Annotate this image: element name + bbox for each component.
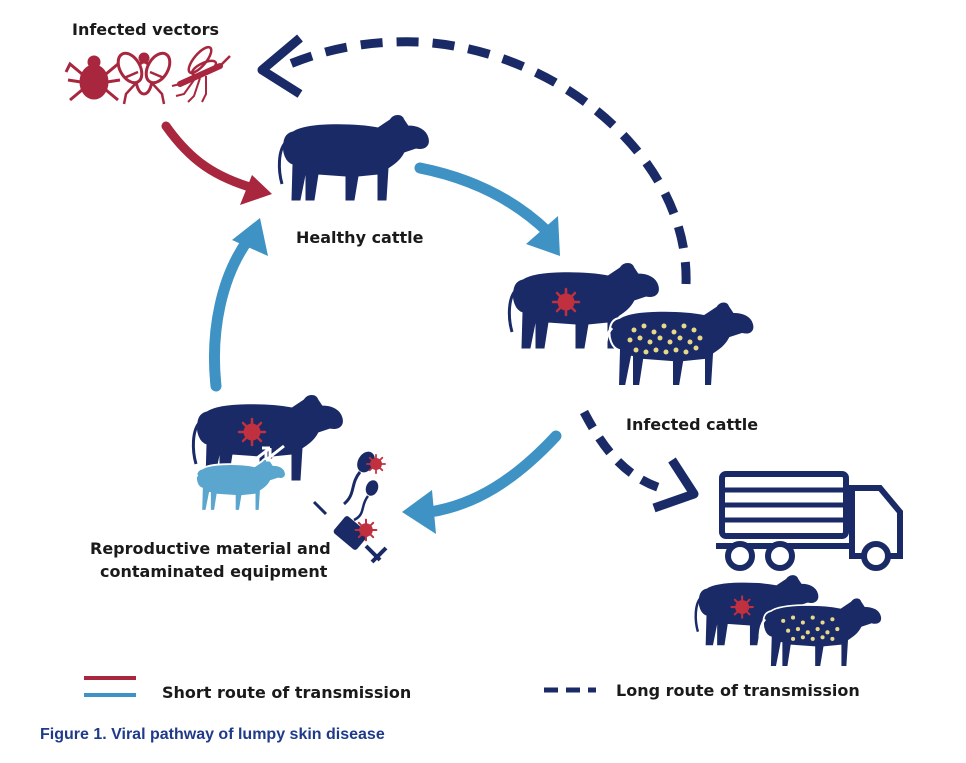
arrow-reproductive-to-healthy	[208, 218, 268, 392]
arrow-healthy-to-infected	[414, 162, 560, 256]
truck-icon	[716, 471, 903, 571]
arrow-long-infected-to-truck	[580, 409, 699, 513]
cow-calf-icon	[191, 394, 344, 512]
legend-short-label: Short route of transmission	[162, 683, 412, 702]
cow-icon	[277, 114, 430, 202]
fly-icon	[116, 51, 172, 105]
tick-icon	[64, 55, 124, 102]
sperm-icon	[342, 451, 386, 522]
arrow-long-infected-to-vectors	[257, 34, 691, 285]
arrow-vectors-to-healthy	[161, 121, 272, 205]
figure-caption: Figure 1. Viral pathway of lumpy skin di…	[40, 726, 385, 743]
label-healthy-cattle: Healthy cattle	[296, 228, 424, 247]
label-reproductive-line2: contaminated equipment	[100, 562, 328, 581]
legend-short-swatch	[84, 676, 136, 697]
cow-lumps-icon	[603, 300, 756, 388]
label-infected-vectors: Infected vectors	[72, 20, 219, 39]
legend-long-label: Long route of transmission	[616, 681, 860, 700]
mosquito-icon	[171, 45, 231, 103]
cow-lumps-icon	[758, 596, 884, 669]
syringe-icon	[312, 500, 388, 564]
arrow-infected-to-reproductive	[402, 430, 562, 534]
label-infected-cattle: Infected cattle	[626, 415, 759, 434]
label-reproductive-line1: Reproductive material and	[90, 539, 331, 558]
